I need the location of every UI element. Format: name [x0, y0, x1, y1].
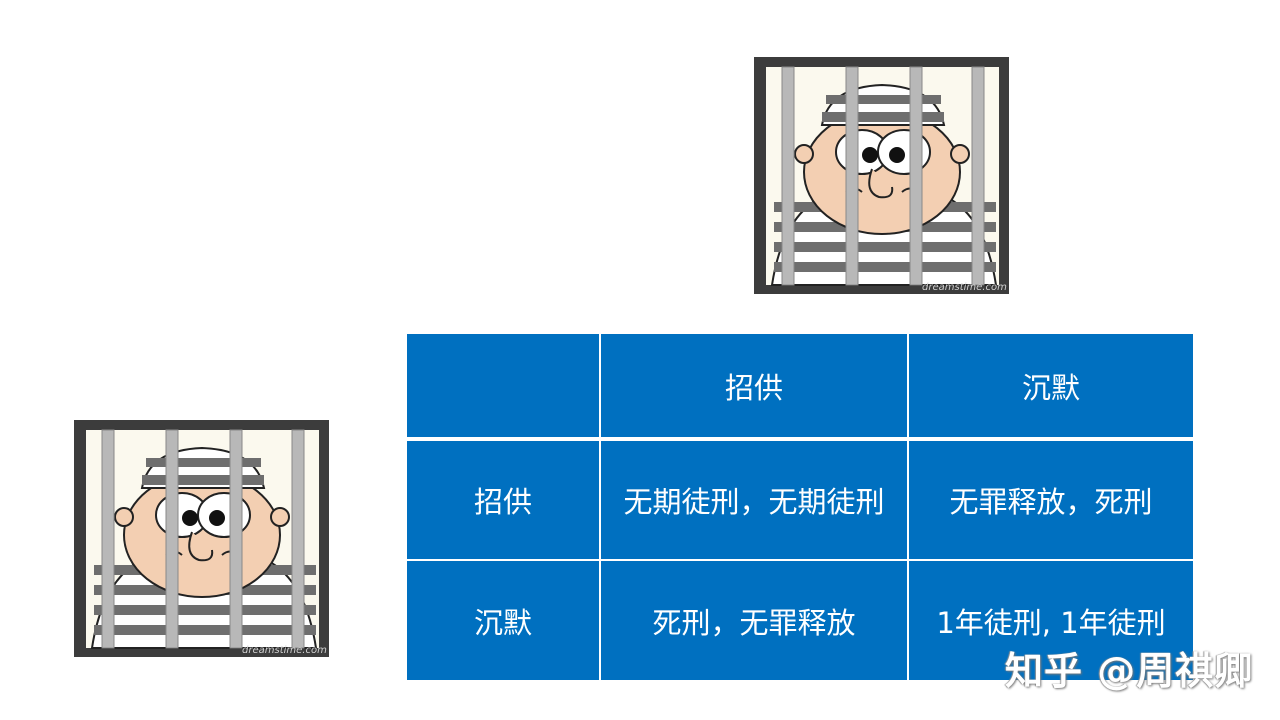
prisoner-behind-bars-icon: dreamstime.com [766, 66, 1007, 293]
payoff-cell: 1年徒刑, 1年徒刑 [909, 561, 1193, 680]
zhihu-watermark: 知乎 @周祺卿 [1005, 649, 1254, 693]
payoff-cell: 无期徒刑，无期徒刑 [601, 441, 907, 559]
row-header-confess: 招供 [407, 441, 599, 559]
row-header-silent: 沉默 [407, 561, 599, 680]
prisoner-cartoon-bottom: dreamstime.com [74, 420, 329, 657]
prisoner-cartoon-top: dreamstime.com [754, 57, 1009, 294]
column-header-confess: 招供 [601, 334, 907, 437]
payoff-matrix-table: 招供 沉默 招供 无期徒刑，无期徒刑 无罪释放，死刑 沉默 死刑，无罪释放 1年… [407, 334, 1193, 680]
credit-text: dreamstime.com [242, 645, 327, 656]
credit-text: dreamstime.com [922, 282, 1007, 293]
prisoner-behind-bars-icon: dreamstime.com [86, 429, 327, 656]
column-header-silent: 沉默 [909, 334, 1193, 437]
payoff-cell: 无罪释放，死刑 [909, 441, 1193, 559]
payoff-cell: 死刑，无罪释放 [601, 561, 907, 680]
corner-cell [407, 334, 599, 437]
